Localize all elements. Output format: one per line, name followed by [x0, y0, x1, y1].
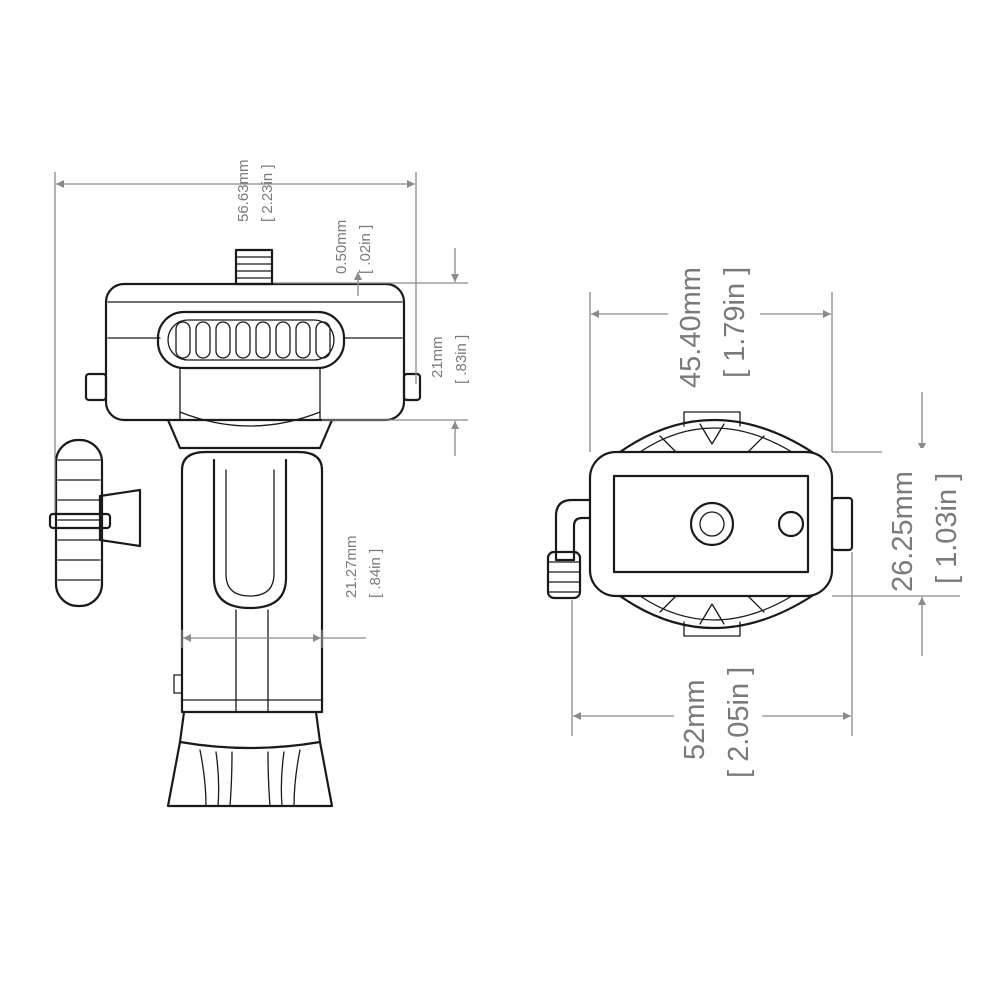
top-view: 45.40mm [ 1.79in ] 52mm [ 2.05in ] 26.25…: [546, 244, 963, 778]
top-depth-in: [ 1.03in ]: [931, 473, 963, 584]
top-depth-mm: 26.25mm: [887, 471, 919, 592]
top-knob: [546, 498, 592, 600]
thread-offset-mm: 0.50mm: [333, 220, 350, 274]
overall-width-label: 52mm [ 2.05in ]: [679, 667, 755, 778]
head-body: [173, 450, 324, 714]
top-width-in: [ 1.79in ]: [719, 267, 751, 378]
thread-offset-in: [ .02in ]: [357, 225, 374, 274]
side-width-mm: 56.63mm: [235, 159, 252, 222]
neck-width-in: [ .84in ]: [367, 549, 384, 598]
top-base-ring: [618, 411, 814, 637]
plate-height-mm: 21mm: [429, 336, 446, 378]
pin-hole: [777, 510, 805, 538]
neck-width-mm: 21.27mm: [343, 535, 360, 598]
thread-hole: [689, 501, 735, 547]
release-plate: [84, 282, 422, 450]
side-dimensions: [54, 172, 468, 648]
side-width-in: [ 2.23in ]: [259, 164, 276, 222]
overall-width-mm: 52mm: [679, 679, 711, 760]
side-width-label: 56.63mm [ 2.23in ]: [235, 159, 276, 222]
overall-width-in: [ 2.05in ]: [723, 667, 755, 778]
top-width-mm: 45.40mm: [675, 267, 707, 388]
thread-offset-label: 0.50mm [ .02in ]: [333, 220, 374, 274]
top-depth-label: 26.25mm [ 1.03in ]: [887, 471, 963, 592]
thread-screw: [234, 248, 274, 286]
base-clamp: [166, 710, 334, 808]
plate-height-in: [ .83in ]: [453, 335, 470, 384]
top-plate: [588, 450, 854, 598]
locking-knob: [48, 438, 142, 608]
side-view: 56.63mm [ 2.23in ] 0.50mm [ .02in ] 21mm…: [48, 159, 470, 808]
neck-width-label: 21.27mm [ .84in ]: [343, 535, 384, 598]
plate-height-label: 21mm [ .83in ]: [429, 335, 470, 384]
release-plate-ribs: [175, 321, 331, 359]
top-width-label: 45.40mm [ 1.79in ]: [675, 267, 751, 388]
